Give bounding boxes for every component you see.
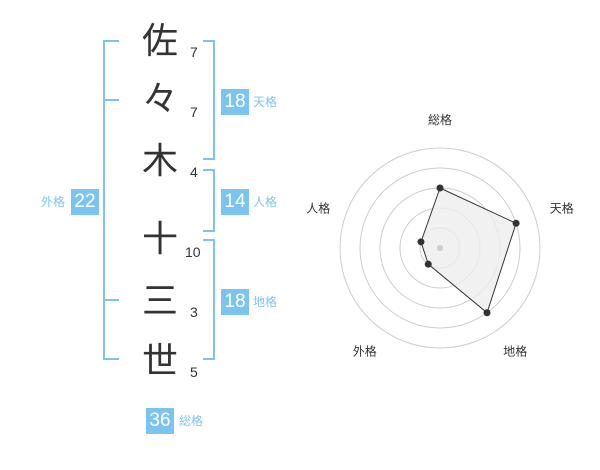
radar-axis-label-5: 人格 — [306, 200, 330, 215]
name-char-6: 世 — [141, 341, 178, 382]
stroke-count-3: 4 — [190, 164, 198, 180]
chikaku-badge: 18 — [221, 289, 249, 315]
tenkaku-label: 天格 — [253, 95, 278, 109]
stroke-count-4: 10 — [185, 244, 201, 260]
stroke-count-6: 5 — [190, 364, 198, 380]
name-char-4: 十 — [141, 219, 178, 260]
chikaku-label: 地格 — [253, 295, 278, 309]
name-char-1: 佐 — [141, 21, 178, 62]
radar-axis-label-4: 外格 — [353, 344, 377, 359]
gaikaku-label: 外格 — [41, 195, 66, 209]
radar-point-2 — [512, 219, 520, 227]
radar-center-dot — [437, 245, 443, 251]
radar-point-5 — [417, 238, 425, 246]
stroke-count-5: 3 — [190, 304, 198, 320]
radar-ring — [339, 147, 541, 349]
tenkaku-badge: 18 — [221, 89, 249, 115]
radar-value-polygon — [420, 187, 517, 314]
radar-points — [417, 184, 520, 317]
soukaku-badge: 36 — [146, 408, 174, 434]
radar-axis-label-1: 総格 — [428, 112, 452, 127]
radar-ring — [359, 167, 521, 329]
radar-point-3 — [483, 309, 491, 317]
radar-axis-label-3: 地格 — [503, 344, 527, 359]
radar-axis-label-2: 天格 — [550, 200, 574, 215]
radar-point-1 — [436, 184, 444, 192]
jinkaku-badge: 14 — [221, 189, 249, 215]
gaikaku-badge: 22 — [71, 189, 99, 215]
radar-point-4 — [424, 260, 432, 268]
name-char-5: 三 — [141, 281, 178, 322]
stroke-count-2: 7 — [190, 104, 198, 120]
name-char-3: 木 — [141, 141, 178, 182]
name-char-2: 々 — [141, 79, 178, 120]
soukaku-label: 総格 — [179, 414, 204, 428]
stroke-count-1: 7 — [190, 44, 198, 60]
jinkaku-label: 人格 — [253, 195, 278, 209]
